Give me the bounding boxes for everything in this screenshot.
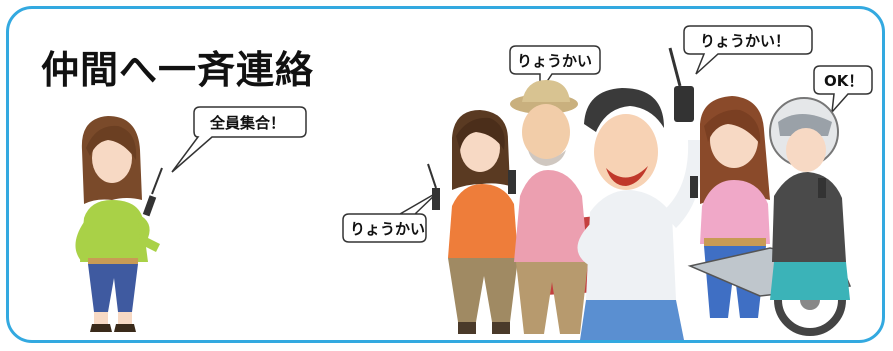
- page-title: 仲間へ一斉連絡: [41, 48, 315, 92]
- speech-text-rider: OK！: [824, 72, 864, 90]
- speech-bubble-rider: [813, 65, 873, 115]
- speech-bubble-young-man: [683, 25, 813, 75]
- rider-woman-figure: [769, 97, 850, 300]
- speech-text-leader: 全員集合！: [210, 114, 286, 132]
- speech-text-young-man: りょうかい！: [700, 32, 791, 50]
- hiker-woman-figure: [427, 110, 518, 334]
- leader-woman-figure: [75, 116, 163, 332]
- elder-hiker-figure: [508, 80, 600, 334]
- young-man-figure: [577, 47, 702, 340]
- speech-bubble-leader: [171, 106, 307, 173]
- speech-text-elder: りょうかい: [517, 52, 593, 70]
- speech-text-hiker-left: りょうかい: [350, 220, 426, 238]
- speech-bubble-hiker-left: [342, 191, 439, 243]
